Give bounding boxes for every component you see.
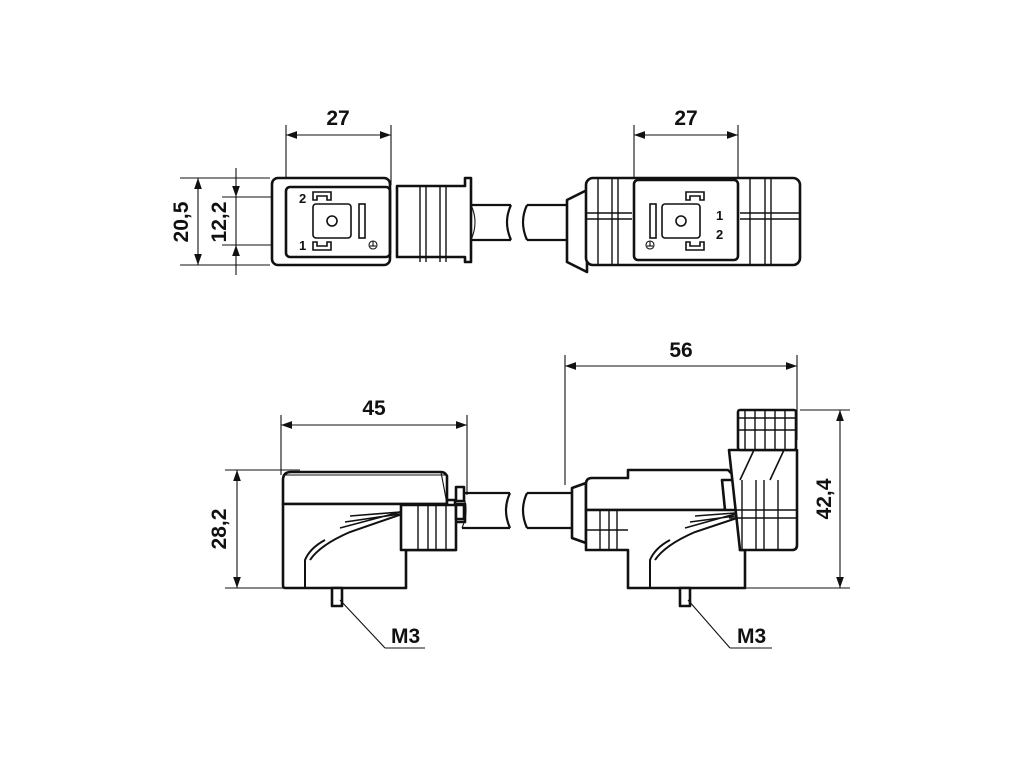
screw-label-right: M3 xyxy=(737,625,766,648)
width-dimension-top-right: 27 xyxy=(633,107,739,185)
pin-label-top: 2 xyxy=(299,191,306,206)
side-left-view: 45 28,2 M3 xyxy=(208,397,512,649)
pin-label-top-right: 1 xyxy=(716,208,723,223)
outer-height-dim-label: 20,5 xyxy=(170,201,193,242)
height-dim-label: 28,2 xyxy=(208,509,231,550)
width-dim-label-right: 27 xyxy=(674,107,697,130)
height-dim-label-right: 42,4 xyxy=(813,478,836,519)
height-dimension-outer: 20,5 xyxy=(170,177,270,266)
pin-label-bottom-right: 2 xyxy=(716,227,723,242)
width-dimension-top-left: 27 xyxy=(285,107,392,185)
pin-label-bottom: 1 xyxy=(299,238,306,253)
screw-label-left: M3 xyxy=(391,625,420,648)
length-dim-label-right: 56 xyxy=(669,339,692,362)
inner-height-dim-label: 12,2 xyxy=(208,202,231,243)
top-left-view: 27 20,5 12,2 2 1 xyxy=(170,107,513,275)
length-dimension-45: 45 xyxy=(280,397,468,495)
earth-ground-icon xyxy=(368,240,378,250)
connector-face-left: 2 1 xyxy=(270,176,513,267)
top-right-view: 27 1 2 xyxy=(521,107,802,274)
side-right-view: 56 42,4 xyxy=(521,339,850,649)
earth-ground-icon-right xyxy=(645,240,655,250)
connector-face-right: 1 2 xyxy=(584,176,802,267)
height-dimension-42-4: 42,4 xyxy=(745,409,850,589)
width-dim-label: 27 xyxy=(326,107,349,130)
length-dim-label: 45 xyxy=(362,397,386,420)
